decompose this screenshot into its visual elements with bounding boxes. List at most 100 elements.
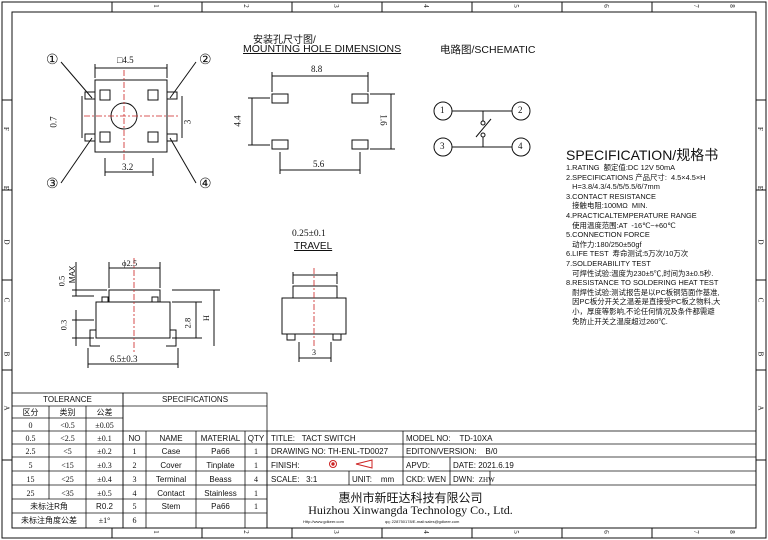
footer-contact: qq: 228750178/E-mail:sales@gdkeer.com (385, 519, 460, 524)
company-name-cn: 惠州市新旺达科技有限公司 (338, 491, 483, 505)
top-view-square-dim: □4.5 (117, 55, 134, 65)
pin-label-3: ③ (46, 177, 59, 192)
title-block-drawing: DRAWING NO: TH-ENL-TD0027 (271, 446, 402, 457)
model-value: TD-10XA (459, 434, 493, 443)
zone-number-top-1: 1 (151, 4, 160, 8)
title-block-date: DATE: 2021.6.19 (453, 460, 553, 471)
bom-cell: 1 (254, 489, 258, 498)
bom-cell: 6 (132, 516, 137, 525)
bom-cell: Case (161, 447, 181, 456)
tolerance-cell: <15 (61, 461, 74, 470)
spec-line: 免防止开关之温度超过260℃. (566, 316, 668, 326)
zone-number-bottom-4: 4 (421, 530, 430, 534)
tolerance-cell: ±0.3 (97, 461, 112, 470)
tolerance-cell: 0.5 (25, 434, 36, 443)
tolerance-cell: 15 (26, 475, 35, 484)
dwn-label: DWN: (453, 475, 475, 484)
tolerance-cell: 5 (28, 461, 33, 470)
mounting-hole-pattern (248, 72, 395, 174)
zone-number-top-3: 3 (331, 4, 340, 8)
zone-letter-left-e: E (2, 185, 11, 191)
edition-label: EDITON/VERSION: (406, 447, 477, 456)
schematic-title-cn: 电路图/ (440, 44, 475, 56)
mounting-title-cn: 安装孔尺寸图/ (253, 35, 316, 46)
tolerance-cell: <0.5 (60, 421, 75, 430)
tolerance-cell: ±0.05 (95, 421, 114, 430)
model-label: MODEL NO: (406, 434, 451, 443)
scale-value: 3:1 (306, 475, 318, 484)
tolerance-header-1: 区分 (22, 408, 39, 417)
finish-label: FINISH: (271, 461, 300, 470)
side-view-dim-diameter: ϕ2.5 (122, 258, 138, 268)
apvd-label: APVD: (406, 461, 431, 470)
bom-header-material: MATERIAL (200, 434, 241, 443)
tolerance-angle-label: 未标注角度公差 (21, 516, 77, 525)
zone-number-bottom-6: 6 (601, 530, 610, 534)
title-block-ckd: CKD: WEN (406, 474, 450, 485)
date-value: 2021.6.19 (478, 461, 514, 470)
bom-cell: 3 (132, 475, 137, 484)
title-block-unit: UNIT: mm (352, 474, 402, 485)
tolerance-cell: <35 (61, 489, 74, 498)
schematic-title-en: SCHEMATIC (474, 44, 536, 56)
spec-line: 3.CONTACT RESISTANCE (566, 191, 656, 201)
bom-table-grid (122, 392, 268, 529)
ckd-value: WEN (427, 475, 447, 484)
zone-number-bottom-3: 3 (331, 530, 340, 534)
bom-title: SPECIFICATIONS (161, 395, 229, 404)
side-view-dim-03: 0.3 (58, 319, 69, 331)
schematic-title: 电路图/SCHEMATIC (440, 42, 535, 57)
dwn-value: ZHW (478, 476, 495, 484)
scale-label: SCALE: (271, 475, 300, 484)
top-view-dim-3: 3 (182, 119, 193, 125)
unit-value: mm (380, 475, 395, 484)
zone-number-top-7: 7 (691, 4, 700, 8)
edition-value: B/0 (485, 447, 498, 456)
side-view-dim-h: H (201, 314, 212, 322)
zone-letter-left-f: F (1, 127, 10, 131)
pin-label-1: ① (46, 53, 59, 68)
bom-cell: 2 (132, 461, 137, 470)
spec-line: 4.PRACTICALTEMPERATURE RANGE (566, 210, 697, 220)
zone-letter-left-c: C (2, 297, 11, 303)
tolerance-cell: ±0.4 (97, 475, 112, 484)
tolerance-r-label: 未标注R角 (30, 502, 68, 511)
zone-letter-right-e: E (756, 185, 765, 191)
bom-cell: 1 (254, 502, 258, 511)
bom-cell: Terminal (155, 475, 187, 484)
spec-line: 小，厚度等影响,不论任何情况及条件都需避 (566, 306, 715, 316)
title-block-model: MODEL NO: TD-10XA (406, 433, 554, 444)
bom-cell: 1 (132, 447, 137, 456)
footer-url: Http://www.gdkeer.com (303, 519, 344, 524)
schematic-diagram (433, 101, 531, 157)
travel-dim-3: 3 (312, 348, 316, 357)
finish-symbol (329, 459, 373, 469)
mounting-dim-pad: 1.6 (378, 114, 389, 126)
tolerance-angle-value: ±1° (98, 516, 111, 525)
company-name-en: Huizhou Xinwangda Technology Co., Ltd. (308, 503, 513, 517)
title-block-edition: EDITON/VERSION: B/0 (406, 446, 554, 457)
zone-letter-left-d: D (2, 239, 11, 245)
title-block-scale: SCALE: 3:1 (271, 474, 349, 485)
spec-line: 耐焊性试验:测试报告是以PC板铜箔面作基准, (566, 287, 720, 297)
side-view-dim-max-label: MAX (68, 265, 78, 284)
drawing-label: DRAWING NO: (271, 447, 326, 456)
schematic-pin-1: 1 (440, 105, 445, 115)
bom-cell: Pa66 (211, 447, 230, 456)
spec-line: 2.SPECIFICATIONS 产品尺寸: 4.5×4.5×H (566, 172, 706, 182)
zone-letter-right-f: F (755, 127, 764, 131)
zone-letter-right-d: D (756, 239, 765, 245)
zone-letter-right-a: A (756, 405, 765, 411)
spec-line: 7.SOLDERABILITY TEST (566, 258, 651, 268)
tolerance-cell: ±0.2 (97, 447, 112, 456)
spec-line: H=3.8/4.3/4.5/5/5.5/6/7mm (566, 182, 660, 192)
tolerance-cell: ±0.1 (97, 434, 112, 443)
bom-cell: Stem (161, 502, 181, 511)
zone-number-top-5: 5 (511, 4, 520, 8)
zone-number-bottom-7: 7 (691, 530, 700, 534)
bom-cell: Beass (209, 475, 232, 484)
tolerance-cell: 2.5 (25, 447, 36, 456)
mounting-dim-pitch: 5.6 (313, 159, 325, 169)
spec-line: 1.RATING 额定值:DC 12V 50mA (566, 163, 676, 172)
